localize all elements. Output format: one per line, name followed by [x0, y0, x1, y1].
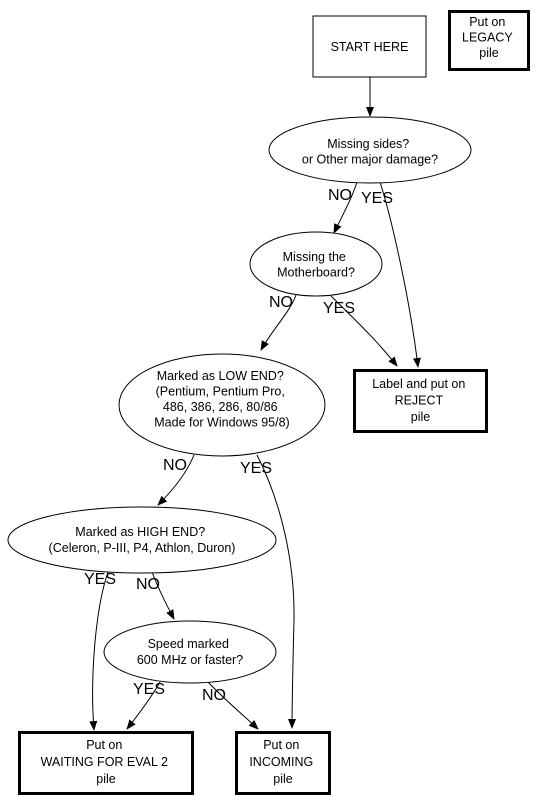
- node-waiting-for-eval-2: Put on WAITING FOR EVAL 2 pile: [18, 731, 194, 795]
- edge-motherboard-no: [260, 294, 297, 351]
- edge-missing-sides-yes: [379, 181, 421, 368]
- edge-labels: NO YES NO YES NO YES YES NO YES NO: [84, 187, 393, 704]
- node-reject: Label and put on REJECT pile: [353, 369, 488, 433]
- node-incoming: Put on INCOMING pile: [235, 731, 331, 795]
- edge-low-end-yes: [256, 454, 297, 729]
- edge-label-motherboard-no: NO: [269, 294, 293, 311]
- edge-low-end-no: [157, 454, 195, 506]
- node-low-end-question: Marked as LOW END? (Pentium, Pentium Pro…: [118, 353, 326, 457]
- node-high-end-text: Marked as HIGH END? (Celeron, P-III, P4,…: [49, 525, 236, 555]
- edge-label-low-end-no: NO: [163, 457, 187, 474]
- edge-label-motherboard-yes: YES: [323, 300, 355, 317]
- edge-label-speed-no: NO: [202, 687, 226, 704]
- node-motherboard-text: Missing the Motherboard?: [277, 250, 355, 280]
- edge-label-low-end-yes: YES: [240, 460, 272, 477]
- node-start: START HERE: [312, 15, 427, 78]
- node-incoming-text: Put on INCOMING pile: [249, 738, 316, 786]
- edge-high-end-no: [151, 571, 175, 620]
- node-legacy-text: Put on LEGACY pile: [462, 15, 516, 60]
- edge-label-missing-sides-yes: YES: [361, 190, 393, 207]
- edge-label-high-end-no: NO: [136, 576, 160, 593]
- edge-speed-yes: [126, 681, 161, 730]
- node-speed-text: Speed marked 600 MHz or faster?: [137, 637, 243, 667]
- node-motherboard-question: Missing the Motherboard?: [249, 231, 383, 297]
- edge-label-missing-sides-no: NO: [328, 187, 352, 204]
- node-reject-text: Label and put on REJECT pile: [372, 377, 469, 424]
- edges: [89, 77, 421, 731]
- node-missing-sides-question: Missing sides? or Other major damage?: [268, 116, 472, 184]
- node-low-end-text: Marked as LOW END? (Pentium, Pentium Pro…: [154, 369, 289, 430]
- edge-missing-sides-no: [333, 181, 358, 234]
- node-missing-sides-text: Missing sides? or Other major damage?: [302, 137, 438, 167]
- edge-speed-no: [207, 681, 259, 730]
- node-waiting-text: Put on WAITING FOR EVAL 2 pile: [41, 738, 172, 786]
- edge-high-end-yes: [89, 571, 109, 731]
- edge-motherboard-yes: [330, 295, 398, 367]
- node-speed-question: Speed marked 600 MHz or faster?: [103, 620, 277, 684]
- edge-label-speed-yes: YES: [133, 681, 165, 698]
- node-start-text: START HERE: [331, 40, 409, 54]
- node-high-end-question: Marked as HIGH END? (Celeron, P-III, P4,…: [7, 506, 277, 574]
- edge-label-high-end-yes: YES: [84, 571, 116, 588]
- node-legacy: Put on LEGACY pile: [448, 10, 530, 71]
